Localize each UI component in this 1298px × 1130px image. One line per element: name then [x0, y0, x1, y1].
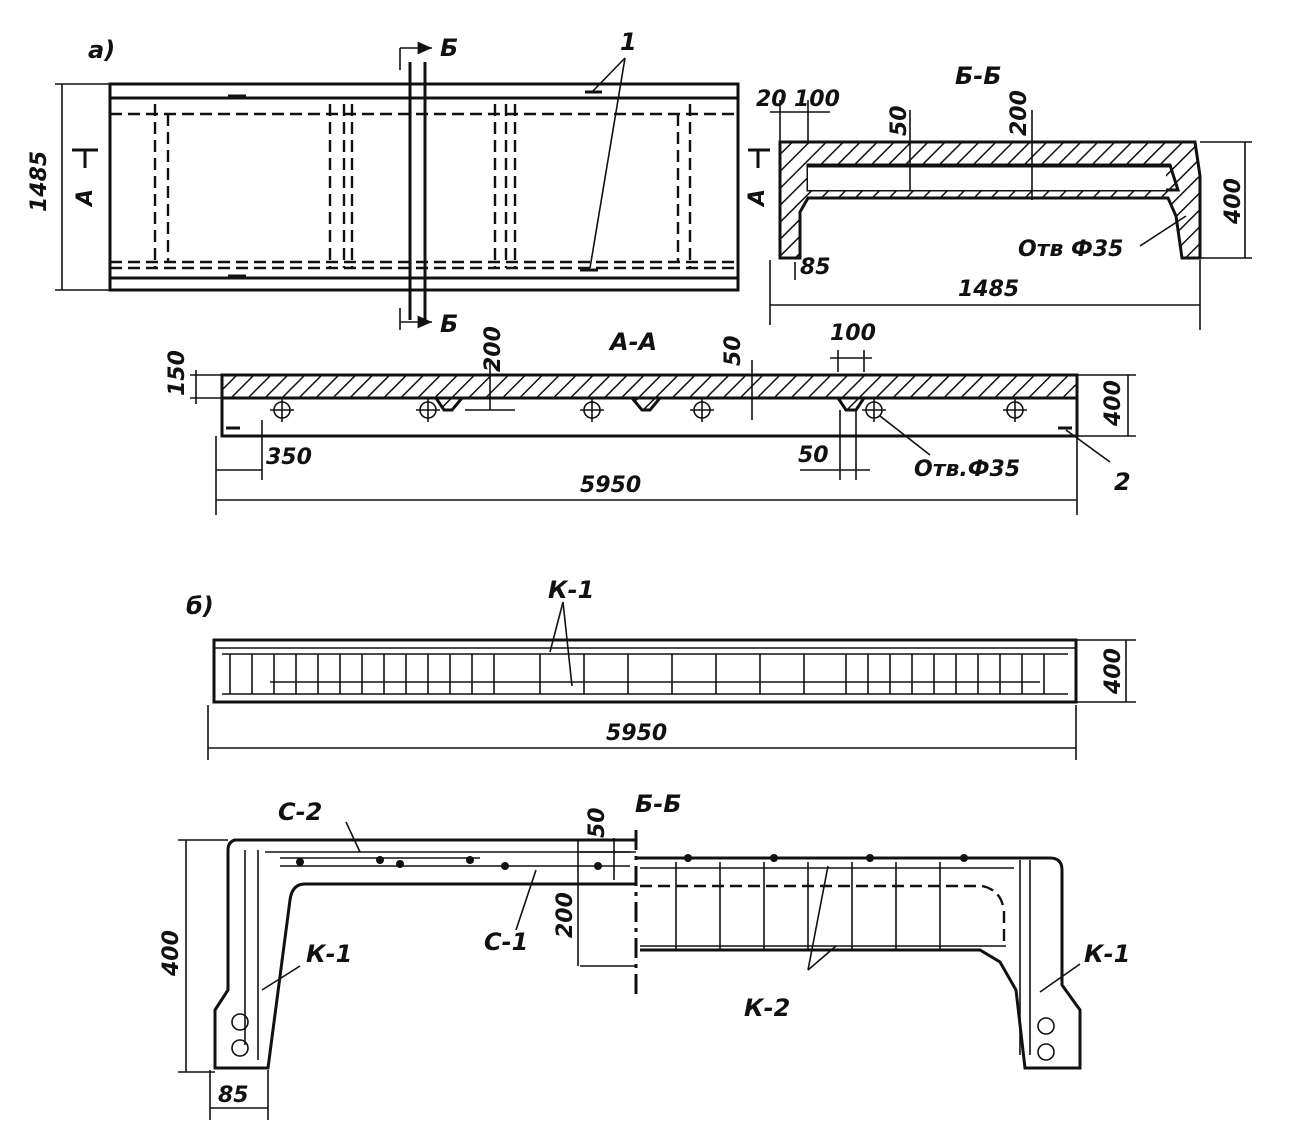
- bb-dim-50: 50: [887, 105, 912, 136]
- reinforcement-section: [178, 821, 1082, 1120]
- plan-section-mark-b-bottom: Б: [440, 310, 458, 338]
- elevation-stirrups: [229, 654, 1045, 694]
- bb-dim-200: 200: [1007, 90, 1032, 136]
- section-label-k1-right: К-1: [1084, 940, 1130, 968]
- section-aa-title: А-А: [608, 328, 657, 356]
- section-dim-50: 50: [585, 807, 610, 838]
- elevation-dim-400: 400: [1101, 648, 1126, 695]
- bb-hole-label: Отв Ф35: [1018, 237, 1123, 262]
- section-label-c2: С-2: [278, 798, 322, 826]
- plan-section-mark-a-right: А: [745, 189, 770, 208]
- aa-hole-label: Отв.Ф35: [914, 457, 1020, 482]
- section-k2-stirrups: [675, 862, 941, 950]
- section-dim-85: 85: [218, 1083, 249, 1108]
- plan-view: [55, 41, 770, 330]
- section-label-k1-left: К-1: [306, 940, 352, 968]
- aa-dim-150: 150: [165, 350, 190, 396]
- bb-dim-20: 20: [756, 87, 787, 112]
- elevation-cage-label: К-1: [548, 576, 594, 604]
- bb-dim-400: 400: [1221, 178, 1246, 225]
- section-bb-view: [769, 100, 1252, 330]
- section-aa-view: [190, 350, 1136, 515]
- bb-dim-1485: 1485: [958, 277, 1019, 302]
- bb-dim-85: 85: [800, 255, 831, 280]
- plan-width-dim: 1485: [27, 151, 52, 212]
- section-label-c1: С-1: [484, 928, 528, 956]
- aa-dim-350: 350: [266, 445, 312, 470]
- reinforcement-section-title: Б-Б: [635, 790, 682, 818]
- figure-b-label: б): [186, 592, 214, 620]
- section-dim-200: 200: [553, 892, 578, 938]
- aa-dim-100: 100: [830, 321, 876, 346]
- section-dim-400: 400: [159, 930, 184, 977]
- aa-dim-50-top: 50: [721, 335, 746, 366]
- figure-a-label: а): [88, 36, 115, 64]
- plan-section-mark-a-left: А: [73, 189, 98, 208]
- plan-section-mark-b-top: Б: [440, 34, 458, 62]
- aa-dim-50-bottom: 50: [798, 443, 829, 468]
- section-bb-title: Б-Б: [955, 62, 1002, 90]
- aa-callout-2: 2: [1114, 468, 1131, 496]
- section-label-k2: К-2: [744, 994, 790, 1022]
- aa-dim-400: 400: [1101, 380, 1126, 427]
- bb-dim-100: 100: [794, 87, 840, 112]
- reinforcement-elevation: [207, 601, 1136, 760]
- elevation-dim-5950: 5950: [606, 721, 667, 746]
- aa-dim-5950: 5950: [580, 473, 641, 498]
- aa-dim-200: 200: [481, 326, 506, 372]
- plan-callout-1: 1: [620, 28, 637, 56]
- aa-holes: [270, 398, 1027, 422]
